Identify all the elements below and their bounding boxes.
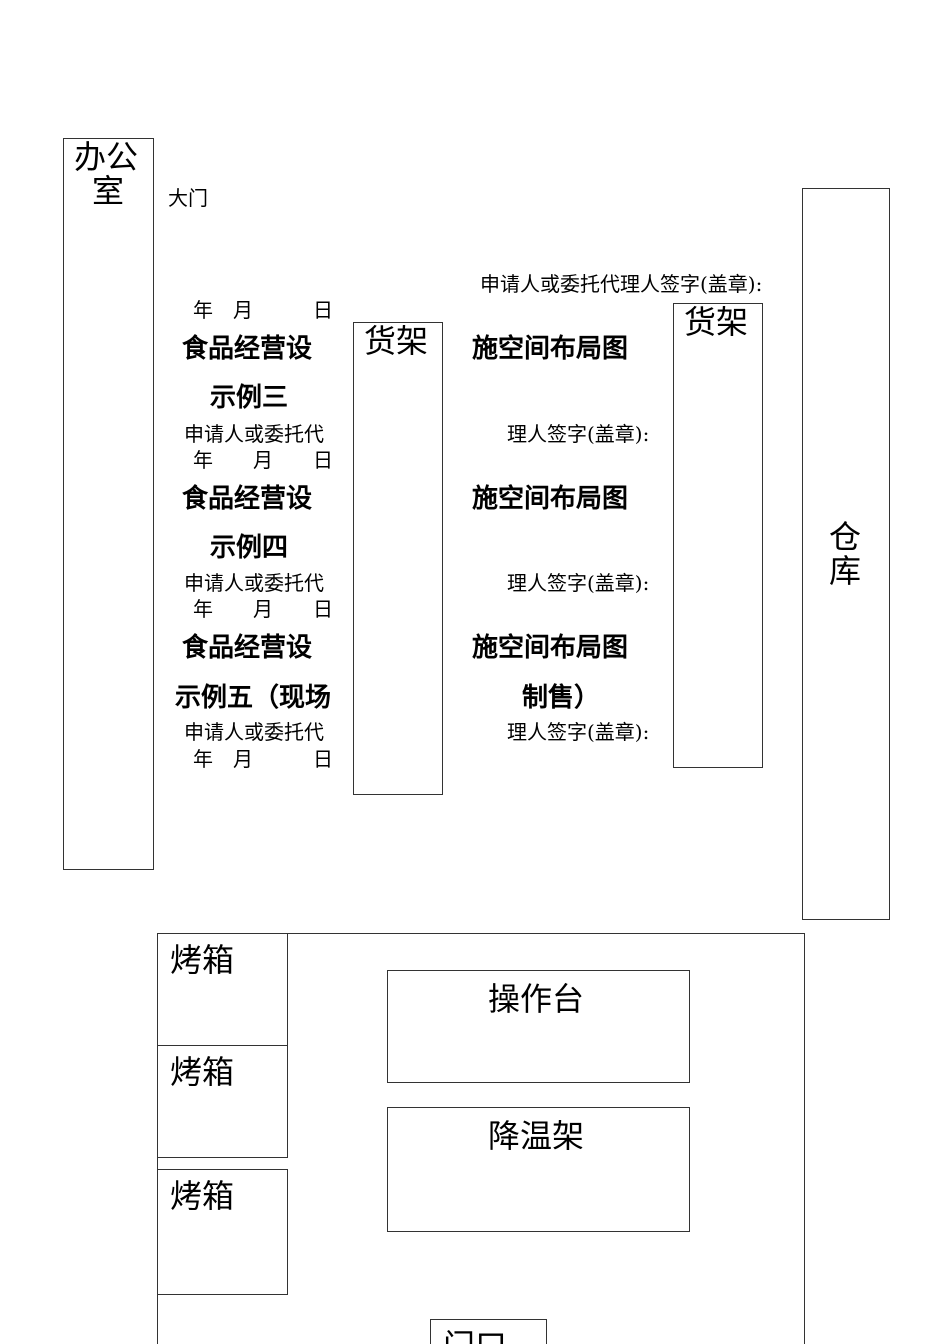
workbench: 操作台: [387, 970, 690, 1083]
office-label-2: 室: [92, 172, 125, 210]
office-label-1: 办公: [74, 138, 139, 176]
oven-3: 烤箱: [157, 1169, 288, 1295]
warehouse-label-2: 库: [829, 552, 862, 590]
date-line: 年 月 日: [193, 298, 333, 322]
warehouse-label-1: 仓: [829, 518, 862, 556]
date-line: 年 月 日: [193, 597, 333, 621]
office-room: 办公 室: [63, 138, 154, 870]
oven-1: 烤箱: [157, 933, 288, 1046]
oven-label: 烤箱: [170, 1177, 235, 1215]
sign-right: 理人签字(盖章):: [507, 571, 650, 595]
shelf-right: 货架: [673, 303, 763, 768]
sign-left: 申请人或委托代: [184, 720, 324, 744]
title-right: 施空间布局图: [472, 484, 629, 514]
warehouse-room: 仓 库: [802, 188, 890, 920]
sign-line: 申请人或委托代理人签字(盖章):: [480, 272, 763, 296]
cooling-rack: 降温架: [387, 1107, 690, 1232]
sign-left: 申请人或委托代: [184, 422, 324, 446]
example-5: 示例五（现场: [175, 683, 332, 713]
sign-right: 理人签字(盖章):: [507, 422, 650, 446]
oven-label: 烤箱: [170, 941, 235, 979]
workbench-label: 操作台: [488, 980, 585, 1018]
date-line: 年 月 日: [193, 448, 333, 472]
door: 门口: [430, 1319, 547, 1344]
sign-right: 理人签字(盖章):: [507, 720, 650, 744]
title-left: 食品经营设: [182, 633, 313, 663]
shelf-label: 货架: [364, 322, 429, 360]
example-5-right: 制售）: [522, 683, 601, 713]
title-left: 食品经营设: [182, 334, 313, 364]
cooling-rack-label: 降温架: [488, 1117, 585, 1155]
shelf-label: 货架: [684, 303, 749, 341]
example-3: 示例三: [210, 383, 289, 413]
door-label: 门口: [443, 1330, 507, 1344]
title-left: 食品经营设: [182, 484, 313, 514]
oven-2: 烤箱: [157, 1045, 288, 1158]
example-4: 示例四: [210, 533, 289, 563]
oven-label: 烤箱: [170, 1053, 235, 1091]
shelf-left: 货架: [353, 322, 443, 795]
title-right: 施空间布局图: [472, 633, 629, 663]
title-right: 施空间布局图: [472, 334, 629, 364]
date-line: 年 月 日: [193, 747, 333, 771]
gate-label: 大门: [168, 186, 208, 210]
sign-left: 申请人或委托代: [184, 571, 324, 595]
